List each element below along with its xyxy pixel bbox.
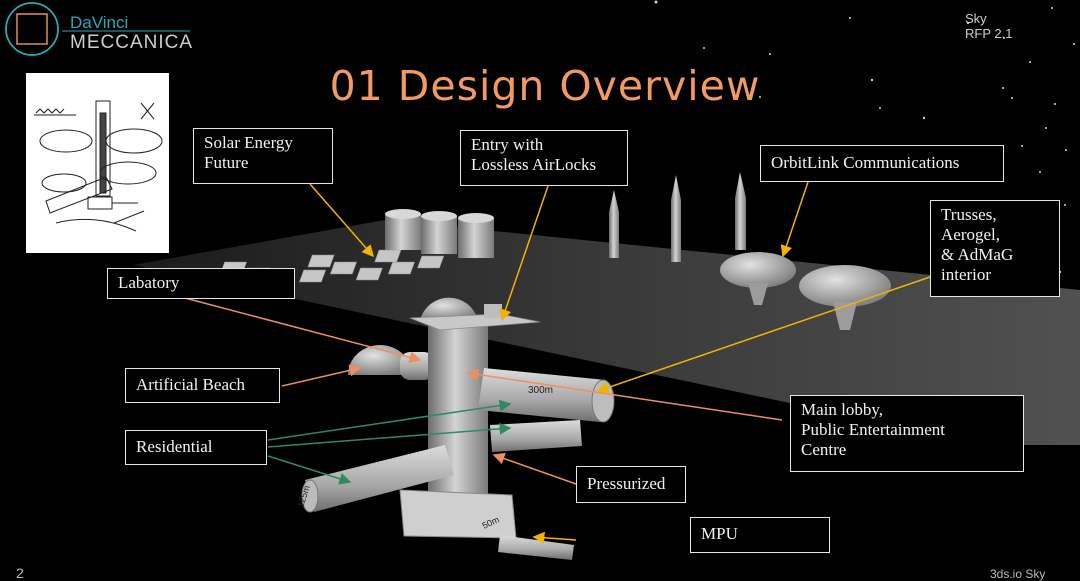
sketch-drawing [34, 100, 163, 232]
leader-trusses [596, 276, 931, 394]
leader-residential-2 [267, 422, 512, 448]
dim-300m: 300m [528, 385, 553, 396]
logo-line1: DaVinci [70, 13, 129, 32]
label-solar-energy: Solar Energy Future [193, 128, 333, 184]
leader-residential-3 [267, 455, 352, 485]
corner-line1: Sky [965, 11, 987, 26]
rockets [609, 172, 746, 262]
label-trusses: Trusses, Aerogel, & AdMaG interior [930, 200, 1060, 297]
mpu-pipe [498, 535, 574, 560]
label-solar-line2: Future [204, 153, 249, 172]
label-mpu: MPU [690, 517, 830, 553]
label-artificial-beach: Artificial Beach [125, 368, 280, 403]
label-pressurized: Pressurized [576, 466, 686, 503]
logo-circle [5, 2, 59, 56]
label-trusses-line1: Trusses, [941, 205, 997, 224]
label-main-lobby: Main lobby, Public Entertainment Centre [790, 395, 1024, 472]
leader-orbitlink [780, 181, 809, 258]
beach-dome [348, 345, 412, 375]
storage-tanks [385, 209, 494, 258]
logo-line2: MECCANICA [70, 32, 194, 53]
label-entry-line1: Entry with [471, 135, 544, 154]
concept-sketch [26, 73, 169, 253]
label-lobby-line1: Main lobby, [801, 400, 884, 419]
label-trusses-line3: & AdMaG [941, 245, 1014, 264]
leader-residential-1 [267, 399, 512, 441]
corner-line2: RFP 2.1 [965, 26, 1013, 41]
leader-mpu [532, 531, 577, 544]
footer-text: 3ds.io Sky [990, 567, 1046, 581]
leader-beach [281, 364, 362, 387]
label-labatory: Labatory [107, 268, 295, 299]
label-entry-line2: Lossless AirLocks [471, 155, 597, 174]
label-trusses-line2: Aerogel, [941, 225, 1001, 244]
residential-module-right [490, 420, 582, 452]
mpu-block [399, 489, 517, 539]
leader-solar [309, 183, 374, 258]
logo-square [16, 13, 48, 45]
leader-lobby [466, 368, 783, 421]
label-lobby-line2: Public Entertainment [801, 420, 945, 439]
airlock [484, 304, 502, 318]
leader-pressurized [492, 452, 577, 485]
starfield [654, 0, 1075, 321]
slide-title: 01 Design Overview [329, 62, 761, 110]
page-number: 2 [16, 565, 24, 581]
label-orbitlink: OrbitLink Communications [760, 145, 1004, 182]
label-residential: Residential [125, 430, 267, 465]
comm-dishes [720, 252, 891, 330]
label-lobby-line3: Centre [801, 440, 847, 459]
label-trusses-line4: interior [941, 265, 992, 284]
residential-module-left [305, 445, 454, 512]
leader-entry [499, 185, 549, 322]
label-solar-line1: Solar Energy [204, 133, 293, 152]
label-entry: Entry with Lossless AirLocks [460, 130, 628, 186]
tower-dome [420, 297, 478, 320]
leader-labatory [184, 297, 422, 364]
